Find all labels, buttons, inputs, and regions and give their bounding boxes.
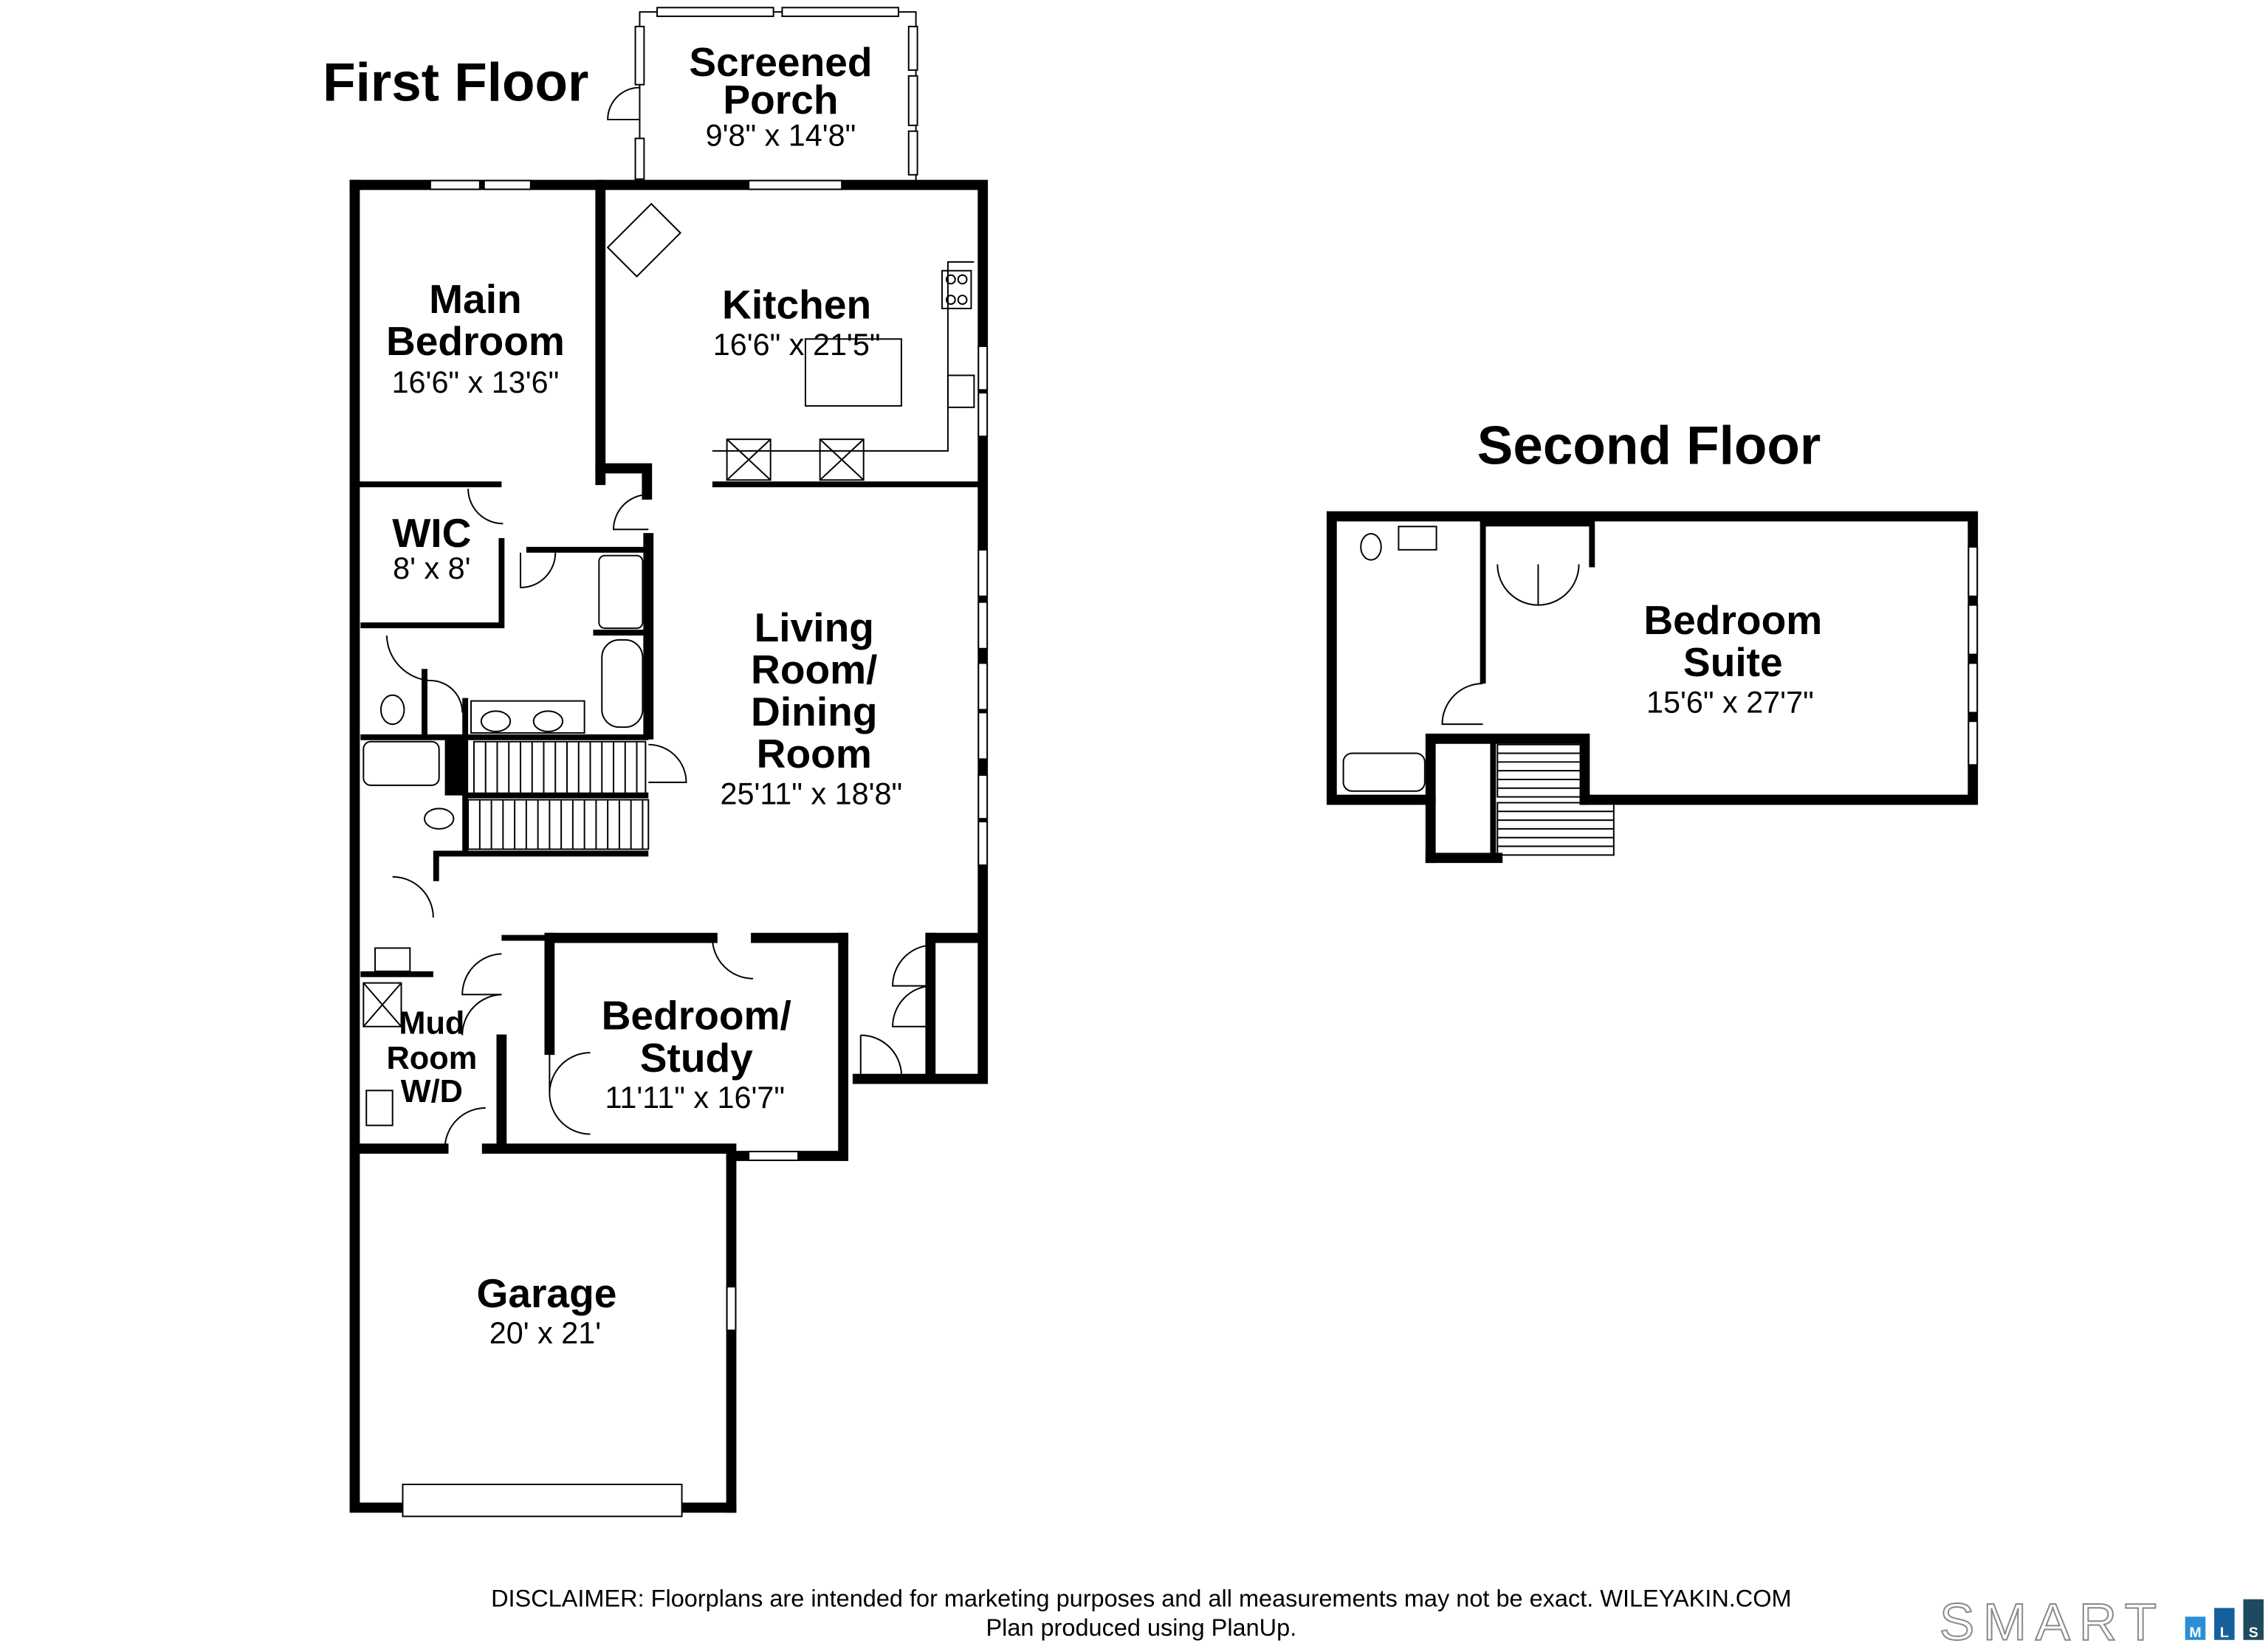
room-dimensions: 9'8" x 14'8"	[706, 118, 856, 152]
first-floor-title: First Floor	[323, 52, 588, 112]
room-name: Screened	[689, 39, 872, 85]
room-name: Kitchen	[722, 282, 871, 328]
room-name: WIC	[392, 510, 471, 556]
room-name: W/D	[401, 1074, 463, 1109]
room-garage: Garage 20' x 21'	[476, 1270, 616, 1350]
room-name: Living	[755, 605, 874, 650]
first-floor-walls	[349, 179, 989, 1513]
room-name: Study	[640, 1035, 753, 1081]
room-name: Room	[757, 731, 872, 777]
room-dimensions: 16'6" x 13'6"	[392, 365, 560, 399]
room-dimensions: 15'6" x 27'7"	[1646, 685, 1814, 719]
second-floor-fixtures	[1342, 526, 1979, 856]
first-floor-fixtures	[362, 179, 989, 1518]
room-dimensions: 25'11" x 18'8"	[720, 777, 902, 810]
logo-badge-m	[2185, 1617, 2206, 1640]
first-floor-stairs	[467, 740, 650, 850]
room-dimensions: 8' x 8'	[393, 551, 470, 585]
disclaimer-text: DISCLAIMER: Floorplans are intended for …	[491, 1585, 1792, 1611]
room-name: Porch	[723, 77, 838, 123]
room-screened-porch: Screened Porch 9'8" x 14'8"	[689, 39, 872, 153]
room-dimensions: 11'11" x 16'7"	[605, 1081, 785, 1115]
logo-badge-s-text: S	[2249, 1625, 2258, 1641]
logo-text: SMART	[1939, 1594, 2165, 1649]
room-main-bedroom: Main Bedroom 16'6" x 13'6"	[386, 276, 565, 399]
room-bedroom-study: Bedroom/ Study 11'11" x 16'7"	[602, 993, 791, 1115]
second-floor-title: Second Floor	[1477, 416, 1821, 476]
room-wic: WIC 8' x 8'	[392, 510, 471, 585]
room-name: Bedroom/	[602, 993, 791, 1039]
room-name: Room/	[751, 647, 878, 692]
second-floor-walls	[1326, 511, 1979, 864]
room-dimensions: 20' x 21'	[489, 1316, 601, 1350]
room-name: Mud	[399, 1006, 464, 1042]
logo-badge-l	[2214, 1608, 2235, 1640]
room-name: Garage	[476, 1270, 616, 1316]
produced-by-text: Plan produced using PlanUp.	[986, 1614, 1296, 1641]
logo-badge-m-text: M	[2189, 1625, 2201, 1641]
room-kitchen: Kitchen 16'6" x 21'5"	[713, 282, 881, 362]
room-name: Main	[429, 276, 522, 322]
room-name: Dining	[751, 689, 877, 734]
smart-mls-logo: SMART M L S	[1939, 1593, 2264, 1649]
room-mud-room: Mud Room W/D	[387, 1006, 478, 1110]
room-bedroom-suite: Bedroom Suite 15'6" x 27'7"	[1643, 597, 1822, 719]
room-name: Room	[387, 1041, 478, 1076]
logo-badge-s	[2243, 1599, 2264, 1640]
room-name: Bedroom	[1643, 597, 1822, 643]
room-dimensions: 16'6" x 21'5"	[713, 328, 881, 362]
logo-badge-l-text: L	[2220, 1625, 2229, 1641]
room-name: Bedroom	[386, 318, 565, 364]
room-name: Suite	[1683, 639, 1783, 685]
room-living-dining: Living Room/ Dining Room 25'11" x 18'8"	[720, 605, 902, 811]
